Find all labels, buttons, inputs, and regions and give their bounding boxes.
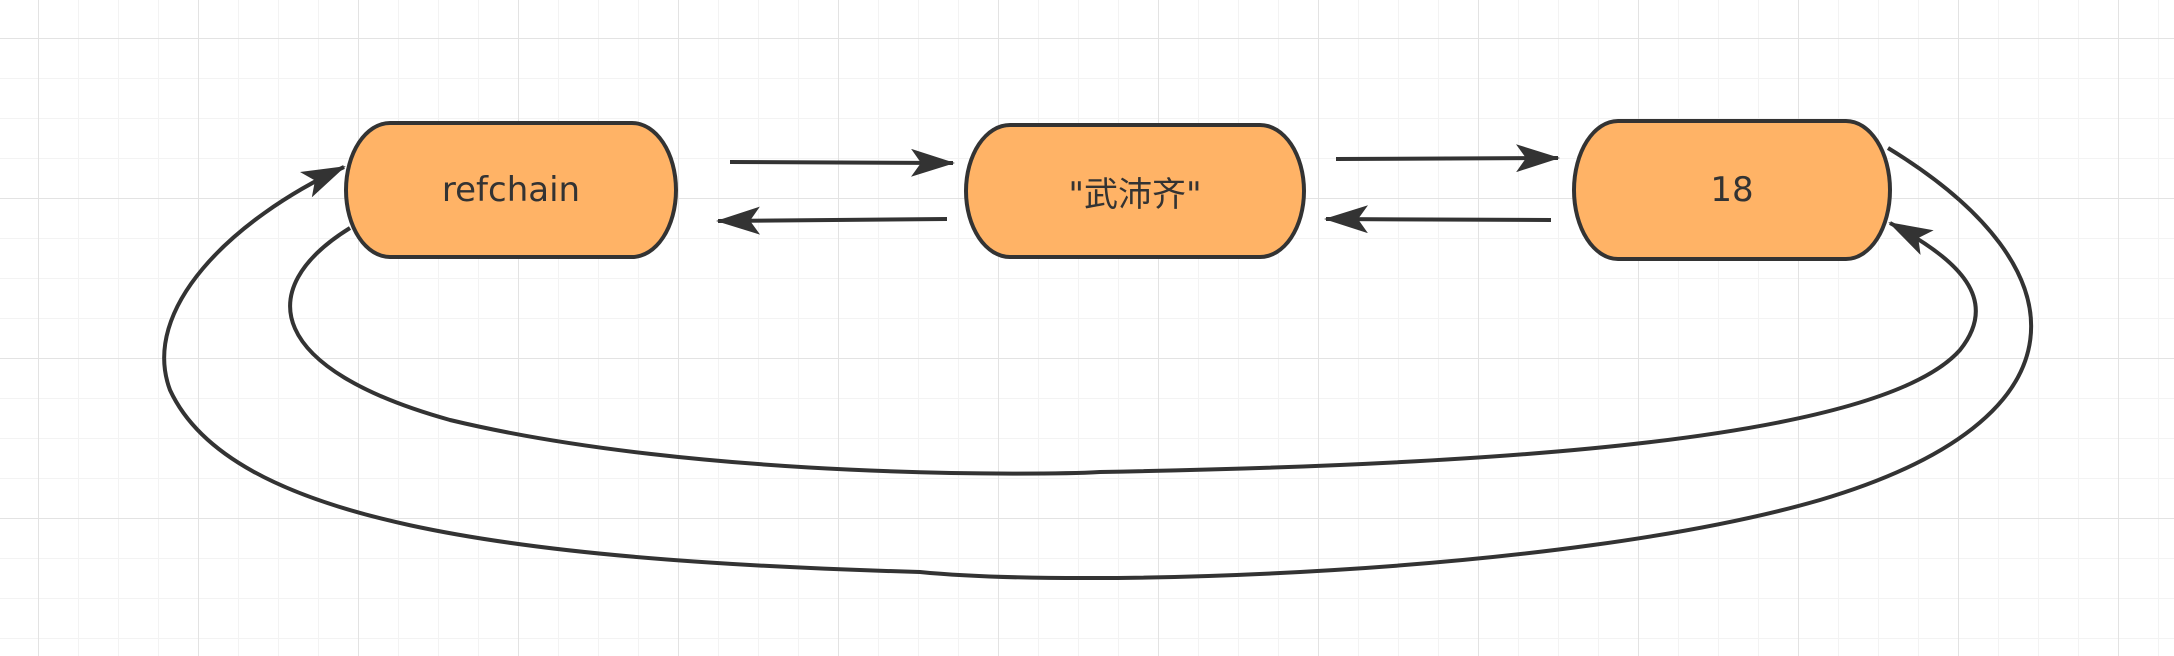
node-refchain: refchain xyxy=(344,121,678,259)
edge-age-to-name xyxy=(1324,205,1552,234)
edge-refchain-to-age-inner xyxy=(288,221,1978,476)
node-name-string: "武沛齐" xyxy=(964,123,1306,259)
node-age-number: 18 xyxy=(1572,119,1892,261)
node-age-number-label: 18 xyxy=(1710,170,1754,210)
node-refchain-label: refchain xyxy=(441,170,581,210)
edge-refchain-to-name xyxy=(729,148,955,177)
edge-name-to-refchain xyxy=(716,206,948,235)
node-name-string-label: "武沛齐" xyxy=(1068,174,1202,215)
edge-name-to-age xyxy=(1335,144,1560,173)
edge-age-to-refchain-outer xyxy=(162,146,2034,581)
